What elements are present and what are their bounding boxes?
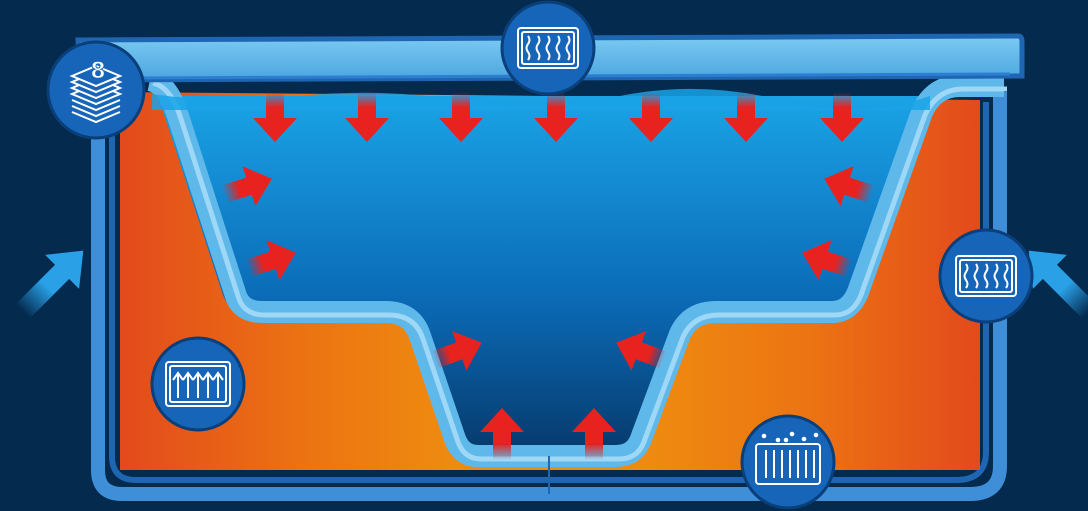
cover-insulation-badge: [500, 0, 596, 96]
heat-escape-arrow-left: [5, 233, 101, 329]
layer-stack-icon: [69, 64, 123, 124]
water: [158, 96, 932, 456]
water-surface: [152, 88, 930, 110]
upward-arrows-insulation-icon: [165, 361, 231, 407]
dotted-foam-insulation-icon: [755, 431, 821, 485]
layer-count: 8: [90, 59, 105, 84]
layers-badge: 8: [46, 40, 146, 140]
base-insulation-badge: [740, 414, 836, 510]
wavy-insulation-icon: [517, 27, 579, 69]
spa-cabinet: [91, 66, 1007, 501]
wavy-insulation-icon: [955, 255, 1017, 297]
wall-insulation-badge: [938, 228, 1034, 324]
foam-insulation-badge: [150, 336, 246, 432]
